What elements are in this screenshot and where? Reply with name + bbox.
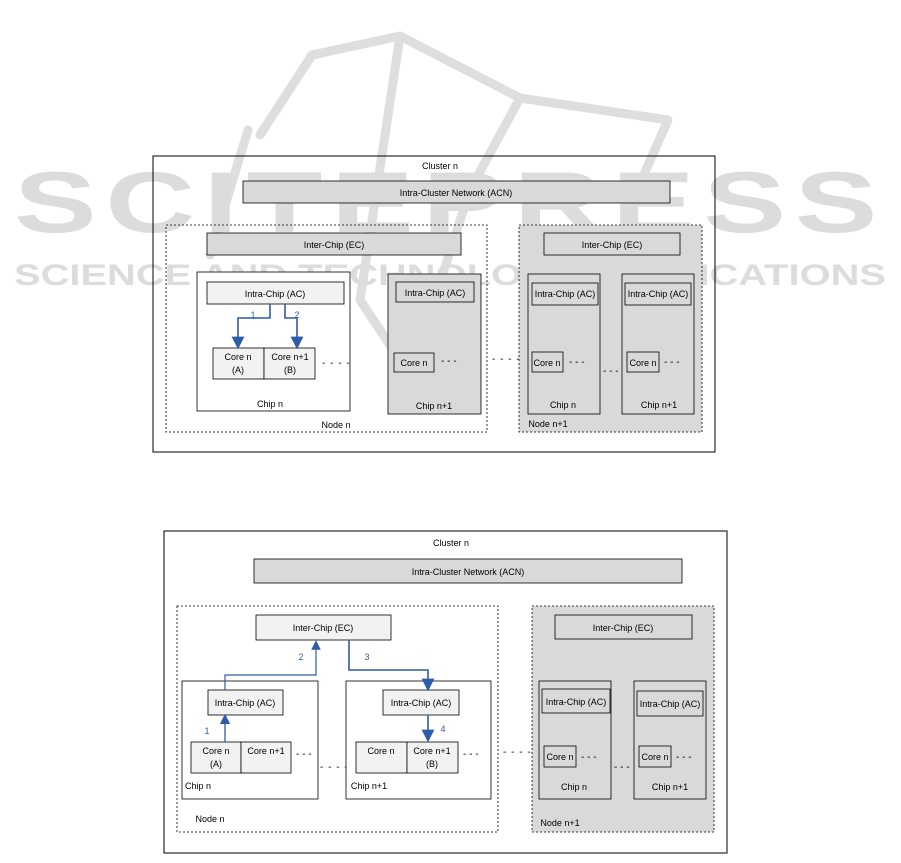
arrow-1-label: 1 [204, 726, 209, 736]
ac-label: Intra-Chip (AC) [535, 289, 596, 299]
ac-label: Intra-Chip (AC) [245, 289, 306, 299]
chip-label: Chip n [257, 399, 283, 409]
ellipsis-dash: - - - [581, 752, 597, 763]
node-a-label: Node n [321, 420, 350, 430]
diagram-top: Cluster n Intra-Cluster Network (ACN) No… [152, 155, 716, 453]
core-label: Core n [546, 752, 573, 762]
ellipsis-dash: - - - - [322, 358, 351, 369]
ec-bar-node-a [255, 614, 392, 641]
core-label: Core n [533, 358, 560, 368]
node-a-box [165, 224, 488, 433]
chip-label: Chip n [561, 782, 587, 792]
ellipsis-dash: - - - [569, 357, 585, 368]
ellipsis-dash: - - - [676, 752, 692, 763]
core-a-box [355, 741, 408, 774]
core-label: Core n [400, 358, 427, 368]
core-b-box [240, 741, 292, 774]
core-box [393, 352, 435, 373]
core-label: Core n [641, 752, 668, 762]
acn-label: Intra-Cluster Network (ACN) [400, 188, 513, 198]
ac-bar [541, 688, 611, 714]
core-box [543, 745, 577, 768]
ac-bar [531, 282, 599, 306]
diagram-bottom: Cluster n Intra-Cluster Network (ACN) No… [163, 530, 728, 854]
core-b-label: Core n+1 [247, 746, 284, 756]
arrow-4-label: 4 [440, 724, 445, 734]
chip-label: Chip n+1 [416, 401, 452, 411]
ac-label: Intra-Chip (AC) [391, 698, 452, 708]
core-b-sub: (B) [284, 365, 296, 375]
ec-label-node-b: Inter-Chip (EC) [582, 240, 643, 250]
ac-label: Intra-Chip (AC) [405, 288, 466, 298]
ellipsis-dash: - - - [603, 366, 619, 377]
ellipsis-dash: - - - [614, 762, 630, 773]
chip-label: Chip n+1 [351, 781, 387, 791]
core-box [531, 351, 564, 373]
acn-bar [242, 180, 671, 204]
core-b-box [263, 347, 316, 380]
ac-label: Intra-Chip (AC) [215, 698, 276, 708]
core-label: Core n [629, 358, 656, 368]
chip-label: Chip n [185, 781, 211, 791]
node-b-label: Node n+1 [540, 818, 579, 828]
core-box [626, 351, 660, 373]
arrow-3 [348, 640, 435, 692]
ellipsis-dash: - - - [463, 749, 479, 760]
core-b-box [406, 741, 459, 774]
chip-label: Chip n+1 [652, 782, 688, 792]
arrow-2-label: 2 [298, 652, 303, 662]
ellipsis-dash: - - - [441, 356, 457, 367]
ec-label-node-a: Inter-Chip (EC) [293, 623, 354, 633]
core-a-label: Core n [202, 746, 229, 756]
acn-bar [253, 558, 683, 584]
arrow-3-label: 3 [364, 652, 369, 662]
arrow-1 [231, 304, 271, 350]
ec-bar-node-a [206, 232, 462, 256]
arrow-2 [284, 304, 304, 350]
ac-bar [382, 689, 460, 716]
chip-label: Chip n+1 [641, 400, 677, 410]
ac-label: Intra-Chip (AC) [546, 697, 607, 707]
core-b-label: Core n+1 [271, 352, 308, 362]
core-a-label: Core n [367, 746, 394, 756]
ac-bar [624, 282, 692, 306]
node-a-label: Node n [195, 814, 224, 824]
ellipsis-dash: - - - - [503, 747, 532, 758]
core-a-sub: (A) [210, 759, 222, 769]
ec-label-node-a: Inter-Chip (EC) [304, 240, 365, 250]
cluster-label: Cluster n [433, 538, 469, 548]
ellipsis-dash: - - - [296, 749, 312, 760]
arrow-1-label: 1 [250, 310, 255, 320]
ac-label: Intra-Chip (AC) [640, 699, 701, 709]
node-a-box [176, 605, 499, 833]
cluster-box [163, 530, 728, 854]
core-a-sub: (A) [232, 365, 244, 375]
acn-label: Intra-Cluster Network (ACN) [412, 567, 525, 577]
ec-bar-node-b [543, 232, 681, 256]
core-box [638, 745, 672, 768]
arrow-2 [224, 640, 321, 690]
ec-label-node-b: Inter-Chip (EC) [593, 623, 654, 633]
core-b-label: Core n+1 [413, 746, 450, 756]
core-b-sub: (B) [426, 759, 438, 769]
cluster-label: Cluster n [422, 161, 458, 171]
node-b-label: Node n+1 [528, 419, 567, 429]
ac-label: Intra-Chip (AC) [628, 289, 689, 299]
core-a-label: Core n [224, 352, 251, 362]
watermark-book-icon [205, 31, 673, 380]
ac-bar [207, 689, 284, 716]
ellipsis-dash: - - - - [320, 762, 349, 773]
ellipsis-dash: - - - - [492, 354, 521, 365]
arrow-2-label: 2 [294, 310, 299, 320]
ellipsis-dash: - - - [664, 357, 680, 368]
ac-bar [395, 281, 475, 303]
cluster-box [152, 155, 716, 453]
core-a-box [190, 741, 242, 774]
ac-bar [206, 281, 345, 305]
ec-bar-node-b [554, 614, 693, 640]
chip-label: Chip n [550, 400, 576, 410]
ac-bar [636, 690, 704, 717]
